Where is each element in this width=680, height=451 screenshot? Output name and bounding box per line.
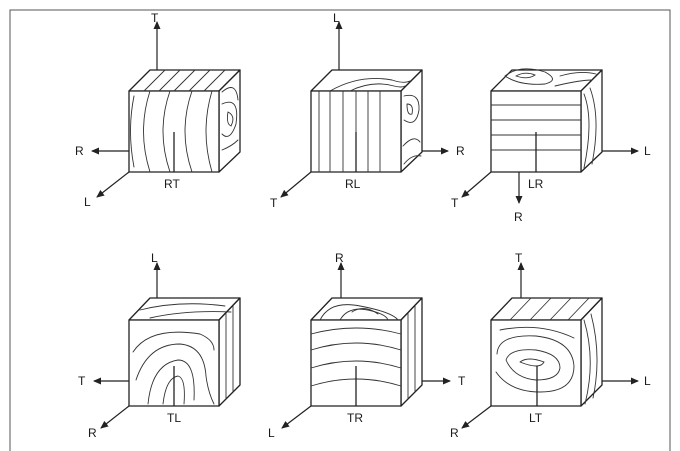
specimen-rt: RT T R L — [75, 11, 241, 209]
specimen-tr: TR R T L — [268, 251, 466, 440]
specimen-rl: RL L R T — [270, 11, 465, 210]
lr-cube — [490, 68, 603, 173]
tl-axes — [93, 262, 161, 429]
tr-right-label: T — [458, 374, 466, 388]
rt-code: RT — [164, 177, 180, 191]
lr-code: LR — [528, 177, 544, 191]
tr-diag-label: L — [268, 426, 275, 440]
specimen-lr: LR L R T — [451, 68, 651, 224]
rl-right-label: R — [456, 144, 465, 158]
rt-left-label: R — [75, 144, 84, 158]
rt-diag-label: L — [84, 195, 91, 209]
specimen-tl: TL L T R — [78, 251, 241, 440]
lt-up-label: T — [515, 251, 523, 265]
lt-code: LT — [529, 411, 543, 425]
lr-down-label: R — [514, 210, 523, 224]
rt-up-label: T — [151, 11, 159, 25]
tr-cube — [310, 297, 423, 407]
tr-code: TR — [347, 411, 363, 425]
rl-cube — [310, 69, 423, 173]
tl-up-label: L — [151, 251, 158, 265]
tr-up-label: R — [335, 251, 344, 265]
rl-diag-label: T — [270, 196, 278, 210]
figure-border — [9, 9, 671, 451]
rl-up-label: L — [333, 11, 340, 25]
rt-cube — [128, 69, 241, 173]
rt-axes — [91, 21, 161, 198]
lr-right-label: L — [644, 144, 651, 158]
rl-code: RL — [345, 177, 361, 191]
tl-diag-label: R — [88, 426, 97, 440]
tl-code: TL — [167, 411, 181, 425]
lt-right-label: L — [644, 374, 651, 388]
lt-diag-label: R — [450, 426, 459, 440]
lt-cube — [490, 297, 603, 407]
tl-cube — [128, 297, 241, 407]
tl-left-label: T — [78, 374, 86, 388]
lr-diag-label: T — [451, 196, 459, 210]
specimen-lt: LT T L R — [450, 251, 651, 440]
